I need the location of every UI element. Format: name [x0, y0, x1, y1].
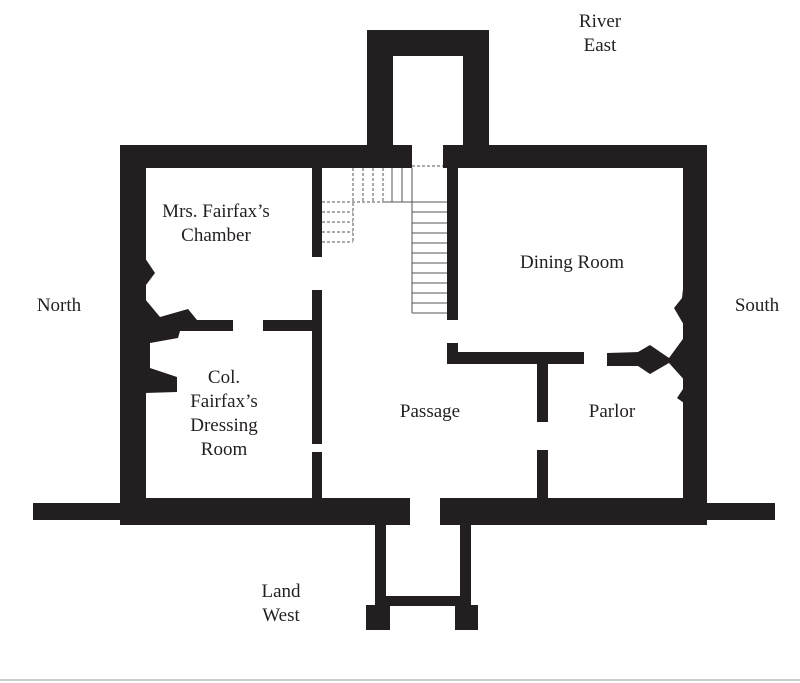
stair-flight-hidden	[322, 165, 443, 243]
top-wall-right	[443, 145, 707, 168]
room-dressing-line4: Room	[200, 439, 248, 460]
compass-east-label: River East	[579, 10, 621, 58]
south-fireplace	[607, 280, 688, 403]
chamber-east-wall	[312, 168, 322, 257]
south-wall	[683, 145, 707, 525]
compass-east-line2: East	[583, 35, 617, 56]
bottom-wall-left	[120, 498, 410, 525]
room-chamber-label: Mrs. Fairfax’s Chamber	[162, 200, 270, 248]
room-dressing-line3: Dressing	[190, 415, 258, 436]
porch-pier-right	[455, 605, 478, 630]
room-dining-label: Dining Room	[520, 252, 624, 273]
north-fireplace	[140, 240, 233, 393]
walls	[33, 30, 775, 630]
stair-flight-main	[382, 168, 447, 314]
compass-south-label: South	[734, 295, 780, 316]
porch-wall-right	[460, 525, 471, 605]
compass-east-line1: River	[578, 11, 622, 32]
top-wall-left	[120, 145, 412, 168]
north-wall	[120, 145, 146, 525]
room-chamber-line1: Mrs. Fairfax’s	[162, 201, 270, 222]
porch-wall-left	[375, 525, 386, 605]
room-dressing-label: Col. Fairfax’s Dressing Room	[190, 366, 258, 462]
compass-west-line2: West	[262, 605, 300, 626]
porch-pier-left	[366, 605, 390, 630]
south-extension-wall	[705, 503, 775, 520]
dressing-east-wall-lower	[312, 452, 322, 498]
stair-wall	[447, 168, 458, 320]
porch-step	[386, 596, 460, 606]
staircase	[322, 165, 447, 314]
north-extension-wall	[33, 503, 123, 520]
room-dressing-line1: Col.	[207, 367, 241, 388]
compass-west-line1: Land	[261, 581, 301, 602]
dressing-east-wall-upper	[312, 290, 322, 444]
compass-west-label: Land West	[261, 580, 300, 628]
parlor-west-wall-upper	[537, 364, 548, 422]
bottom-wall-right	[440, 498, 707, 525]
room-dressing-line2: Fairfax’s	[190, 391, 258, 412]
room-chamber-line2: Chamber	[181, 225, 251, 246]
dining-south-wall	[447, 352, 584, 364]
parlor-west-wall-lower	[537, 450, 548, 498]
chamber-south-wall	[263, 320, 313, 331]
room-passage-label: Passage	[399, 401, 461, 422]
room-parlor-label: Parlor	[588, 401, 636, 422]
compass-north-label: North	[36, 295, 82, 316]
